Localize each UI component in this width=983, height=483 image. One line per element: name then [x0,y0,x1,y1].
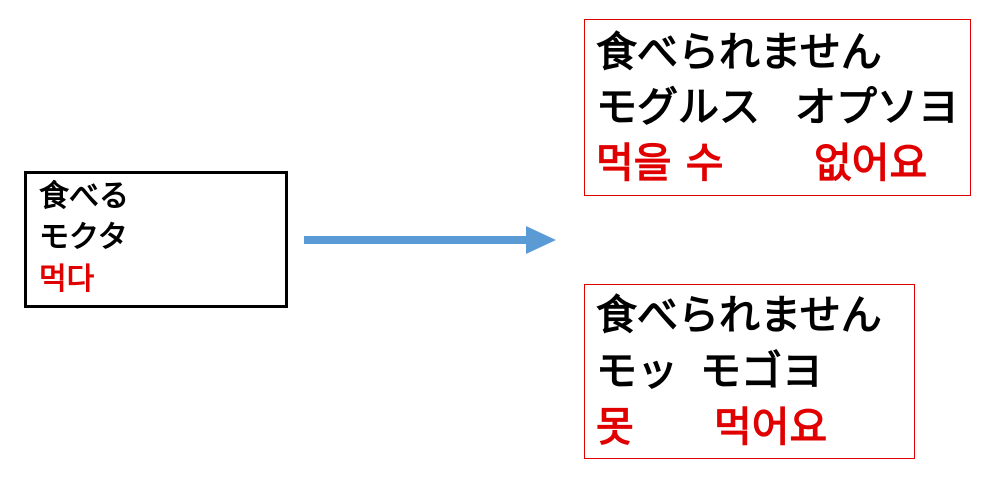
result-box-short: 食べられません モッ モゴヨ 못 먹어요 [584,284,915,459]
source-katakana-reading: モクタ [39,220,128,255]
result-polite-korean-part2: 없어요 [814,139,928,187]
result-short-katakana-part2: モゴヨ [700,347,823,395]
result-polite-korean-part1: 먹을 수 [596,139,724,187]
result-polite-japanese: 食べられません [596,28,882,76]
transform-arrow [304,226,556,254]
source-korean-word: 먹다 [39,262,95,297]
result-short-japanese: 食べられません [596,291,882,339]
arrow-shaft [304,236,530,244]
result-short-katakana-part1: モッ [596,347,678,395]
source-word-box: 食べる モクタ 먹다 [24,171,288,308]
arrow-head [526,226,556,254]
result-polite-katakana-part1: モグルス [596,83,760,131]
result-box-polite: 食べられません モグルス オプソヨ 먹을 수 없어요 [584,19,971,196]
source-japanese-word: 食べる [39,179,129,214]
result-polite-katakana-part2: オプソヨ [795,83,959,131]
result-short-korean-part2: 먹어요 [714,403,828,451]
result-short-korean-part1: 못 [596,403,634,451]
